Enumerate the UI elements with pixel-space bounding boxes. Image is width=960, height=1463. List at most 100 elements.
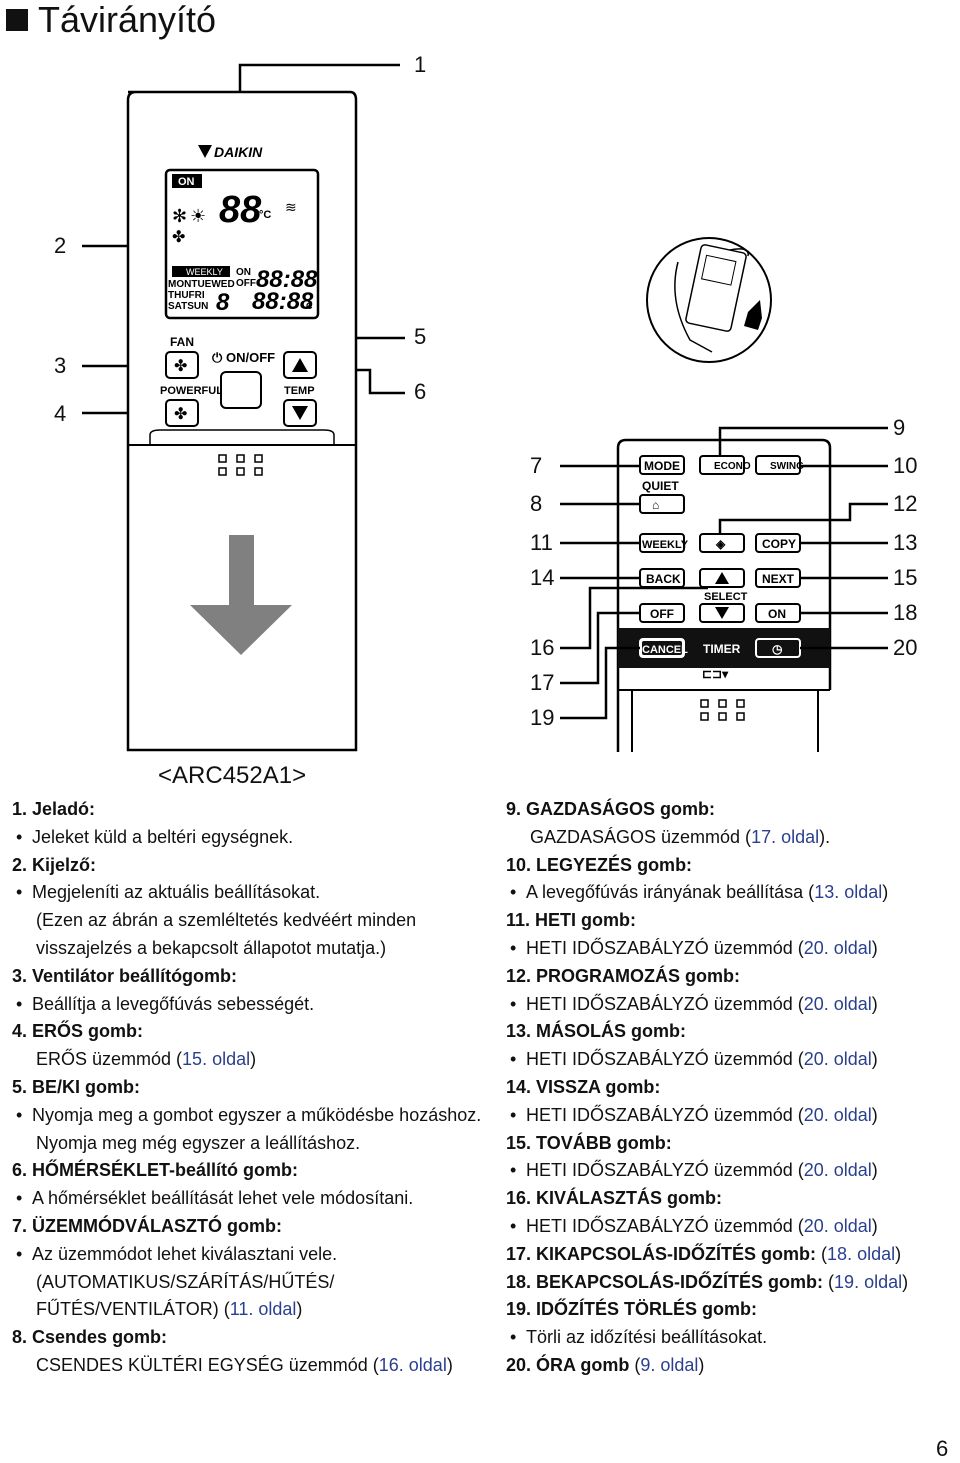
line-tail: ) bbox=[871, 1160, 878, 1181]
item-heading: 10. LEGYEZÉS gomb: bbox=[506, 852, 960, 880]
item-title: KIKAPCSOLÁS-IDŐZÍTÉS gomb: bbox=[536, 1243, 817, 1264]
fan-icon: ✤ bbox=[174, 358, 187, 375]
line-tail: ) bbox=[871, 1215, 878, 1236]
item-line: Jeleket küld a beltéri egységnek. bbox=[12, 824, 482, 852]
item-number: 4. bbox=[12, 1021, 28, 1042]
powerful-label: POWERFUL bbox=[160, 385, 223, 397]
item-heading: 2. Kijelző: bbox=[12, 852, 482, 880]
item-number: 9. bbox=[506, 799, 522, 819]
panel-cover-dots bbox=[700, 699, 745, 721]
line-text: Törli az időzítési beállításokat. bbox=[526, 1327, 768, 1348]
swing-icon: ≋ bbox=[285, 199, 297, 215]
item-line: Törli az időzítési beállításokat. bbox=[506, 1324, 960, 1352]
item-number: 8. bbox=[12, 1327, 28, 1348]
item-heading: 16. KIVÁLASZTÁS gomb: bbox=[506, 1185, 960, 1213]
temp-up-icon bbox=[292, 358, 308, 372]
lcd-unit: °C bbox=[259, 209, 271, 221]
item-line: A hőmérséklet beállítását lehet vele mód… bbox=[12, 1185, 482, 1213]
program-icon: ◈ bbox=[715, 537, 726, 551]
lcd-weekly: WEEKLY bbox=[186, 267, 223, 277]
lcd-days1: MONTUEWED bbox=[168, 279, 235, 290]
page-link: 20. oldal bbox=[803, 993, 872, 1014]
item-heading: 20. ÓRA gomb (9. oldal) bbox=[506, 1352, 960, 1380]
onoff-button[interactable] bbox=[220, 371, 262, 409]
page-title: Távirányító bbox=[6, 0, 216, 40]
daikin-logo: DAIKIN bbox=[198, 144, 263, 160]
lcd-off-label: OFF bbox=[236, 278, 256, 289]
line-text: A hőmérséklet beállítását lehet vele mód… bbox=[32, 1188, 414, 1209]
callout-10: 10 bbox=[893, 453, 918, 478]
item-heading: 6. HŐMÉRSÉKLET-beállító gomb: bbox=[12, 1157, 482, 1185]
item-heading: 3. Ventilátor beállítógomb: bbox=[12, 963, 482, 991]
clock-icon: ◷ bbox=[772, 642, 783, 656]
item-title: MÁSOLÁS gomb: bbox=[536, 1021, 687, 1042]
brand-text: DAIKIN bbox=[214, 144, 263, 160]
item-heading: 14. VISSZA gomb: bbox=[506, 1074, 960, 1102]
title-text: Távirányító bbox=[38, 0, 217, 40]
item-heading: 8. Csendes gomb: bbox=[12, 1324, 482, 1352]
line-text: FŰTÉS/VENTILÁTOR) ( bbox=[36, 1299, 230, 1320]
line-tail: ) bbox=[296, 1299, 303, 1320]
item-number: 6. bbox=[12, 1160, 28, 1181]
back-label: BACK bbox=[646, 572, 681, 586]
page-link: 20. oldal bbox=[803, 937, 872, 958]
line-text: (AUTOMATIKUS/SZÁRÍTÁS/HŰTÉS/ bbox=[36, 1271, 335, 1292]
powerful-button[interactable] bbox=[165, 399, 199, 427]
page-link: 20. oldal bbox=[803, 1104, 872, 1125]
temp-down-icon bbox=[292, 406, 308, 420]
item-line: Megjeleníti az aktuális beállításokat. bbox=[12, 879, 482, 907]
cancel-label: CANCEL bbox=[642, 644, 688, 656]
item-number: 2. bbox=[12, 854, 28, 875]
callout-9: 9 bbox=[893, 415, 906, 440]
item-title: Ventilátor beállítógomb: bbox=[32, 965, 238, 986]
callout-12: 12 bbox=[893, 491, 918, 516]
item-heading: 4. ERŐS gomb: bbox=[12, 1018, 482, 1046]
callout-19: 19 bbox=[530, 705, 555, 730]
callout-13: 13 bbox=[893, 530, 918, 555]
item-title: GAZDASÁGOS gomb: bbox=[526, 799, 716, 819]
onoff-label: ON/OFF bbox=[226, 350, 275, 365]
line-text: HETI IDŐSZABÁLYZÓ üzemmód ( bbox=[526, 937, 804, 958]
fan-mode-icon: ✤ bbox=[172, 229, 185, 246]
item-number: 1. bbox=[12, 799, 28, 819]
item-number: 3. bbox=[12, 965, 28, 986]
line-tail: ) bbox=[882, 882, 889, 903]
item-heading: 12. PROGRAMOZÁS gomb: bbox=[506, 963, 960, 991]
program-button[interactable] bbox=[699, 533, 745, 553]
item-title: Kijelző: bbox=[32, 854, 97, 875]
item-heading: 1. Jeladó: bbox=[12, 796, 482, 824]
temp-label: TEMP bbox=[284, 385, 315, 397]
item-number: 16. bbox=[506, 1188, 532, 1209]
item-line: HETI IDŐSZABÁLYZÓ üzemmód (20. oldal) bbox=[506, 991, 960, 1019]
item-heading: 9. GAZDASÁGOS gomb: bbox=[506, 796, 960, 824]
item-number: 18. bbox=[506, 1271, 532, 1292]
item-title: KIVÁLASZTÁS gomb: bbox=[536, 1188, 723, 1209]
item-title: LEGYEZÉS gomb: bbox=[536, 854, 693, 875]
hand-inset-icon bbox=[646, 237, 772, 363]
quiet-button[interactable] bbox=[639, 494, 685, 514]
quiet-house-icon: ⌂ bbox=[652, 498, 659, 512]
paren: ( bbox=[816, 1243, 828, 1264]
item-title: VISSZA gomb: bbox=[536, 1076, 661, 1097]
select-down-icon bbox=[715, 607, 729, 619]
item-number: 7. bbox=[12, 1215, 28, 1236]
item-line: A levegőfúvás irányának beállítása (13. … bbox=[506, 879, 960, 907]
item-title: HETI gomb: bbox=[535, 910, 637, 931]
cool-icon: ✻ bbox=[172, 206, 187, 226]
line-text: Nyomja meg a gombot egyszer a működésbe … bbox=[32, 1104, 482, 1125]
callout-18: 18 bbox=[893, 600, 918, 625]
line-text: ERŐS üzemmód ( bbox=[36, 1049, 183, 1070]
page-link: 20. oldal bbox=[803, 1215, 872, 1236]
line-tail: ) bbox=[250, 1049, 257, 1070]
lcd-time1: 88:88 bbox=[256, 266, 318, 293]
item-number: 20. bbox=[506, 1354, 532, 1375]
econo-button[interactable] bbox=[699, 455, 745, 475]
fan-button[interactable] bbox=[165, 351, 199, 379]
callout-3: 3 bbox=[54, 353, 67, 378]
item-number: 15. bbox=[506, 1132, 532, 1153]
line-tail: ) bbox=[871, 1104, 878, 1125]
item-line: CSENDES KÜLTÉRI EGYSÉG üzemmód (16. olda… bbox=[12, 1352, 482, 1380]
item-line: Beállítja a levegőfúvás sebességét. bbox=[12, 991, 482, 1019]
remote-illustration: DAIKIN ON 88 °C WEEKLY MONTUEWED THUFRI … bbox=[82, 63, 888, 752]
on-label: ON bbox=[768, 607, 786, 621]
